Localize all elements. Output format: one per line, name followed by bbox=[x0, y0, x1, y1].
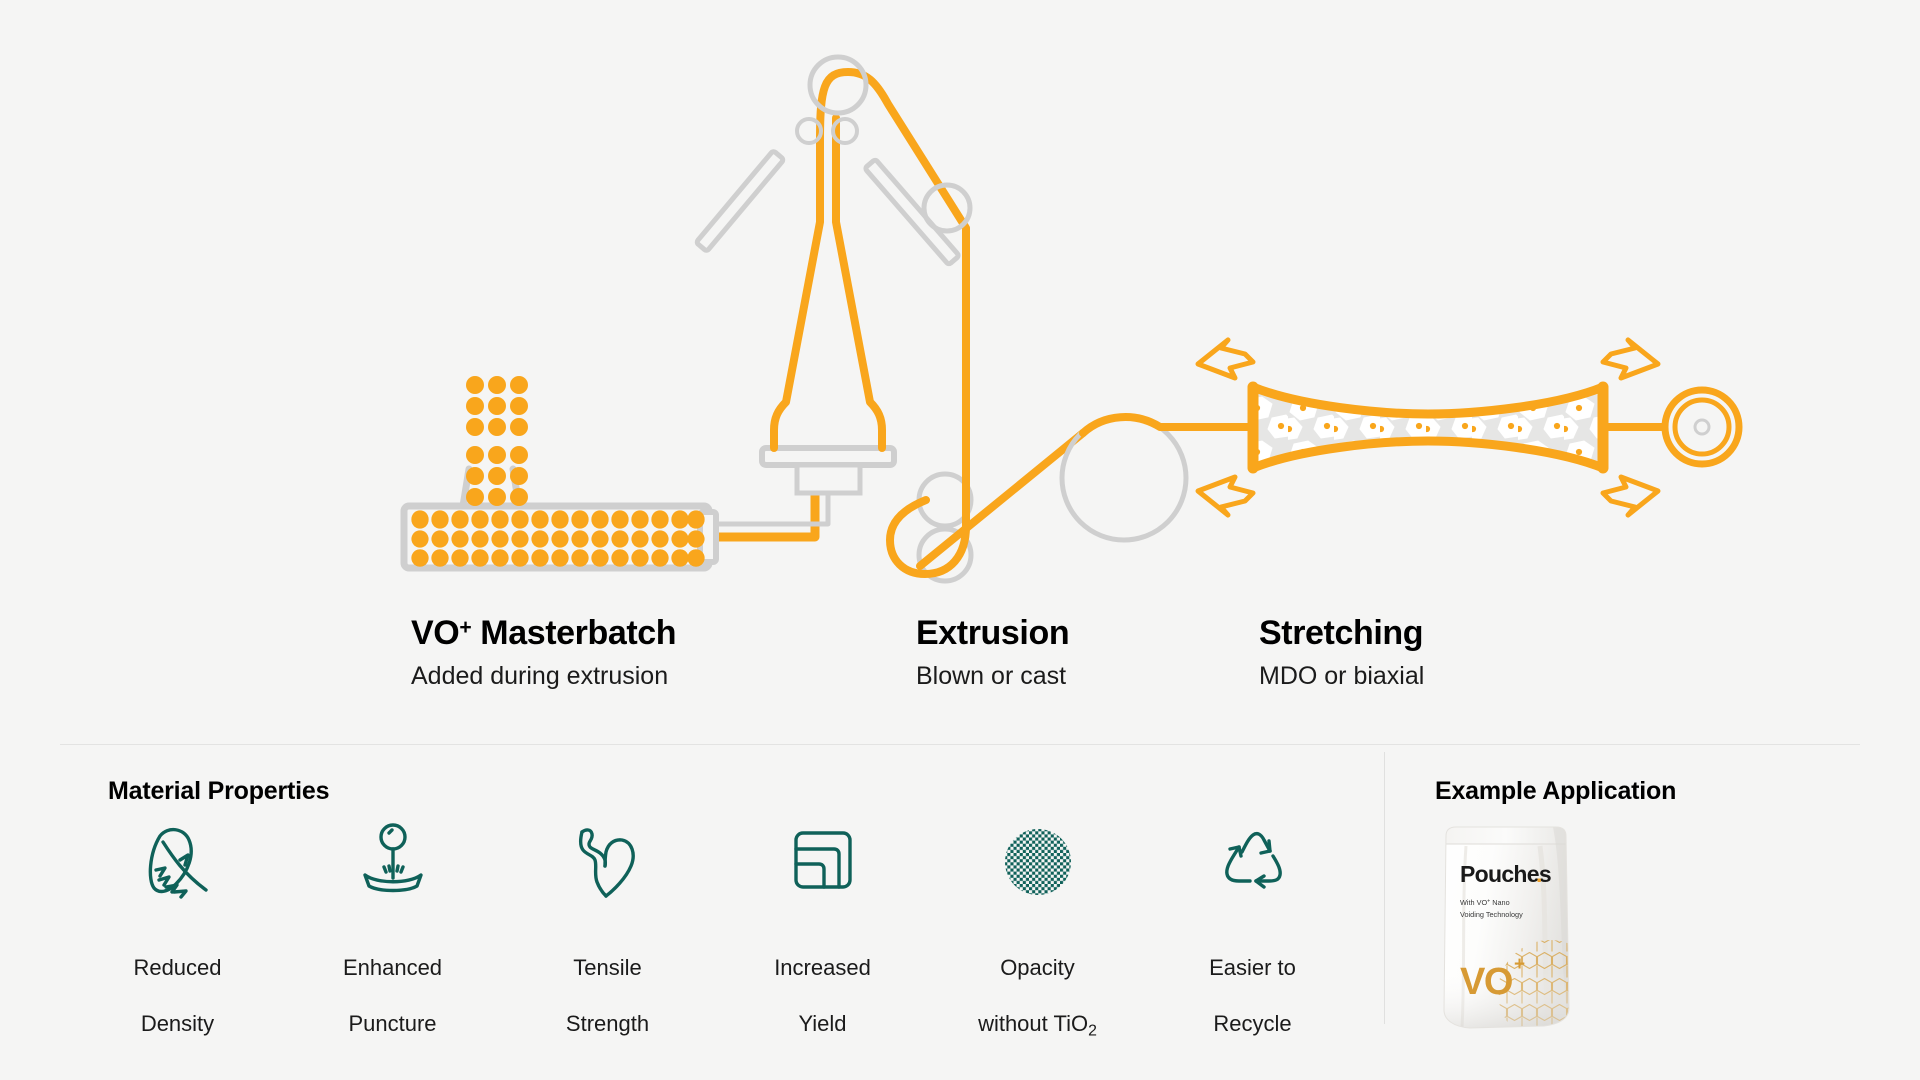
flexed-bicep-icon bbox=[570, 820, 646, 906]
step-subtitle-stretching: MDO or biaxial bbox=[1259, 662, 1425, 690]
nip-roller-small-right bbox=[831, 117, 859, 145]
winder-core bbox=[1693, 418, 1711, 436]
pouch-tagline-sup: + bbox=[1487, 899, 1490, 905]
barrel-pellets bbox=[411, 510, 705, 567]
property-label-line2: Recycle bbox=[1213, 1011, 1292, 1036]
step-caption-stretching: Stretching MDO or biaxial bbox=[1259, 614, 1424, 691]
idler-roller-lower bbox=[916, 526, 974, 584]
property-item-opacity: Opacity without TiO2 bbox=[930, 820, 1145, 1040]
property-label-increased-yield: Increased Yield bbox=[774, 926, 871, 1038]
web-to-stretch-zone bbox=[1079, 413, 1257, 437]
pouch-tagline-line2: Voiding Technology bbox=[1460, 910, 1523, 919]
recycle-icon bbox=[1213, 820, 1293, 906]
step-caption-extrusion: Extrusion Blown or cast bbox=[916, 614, 1070, 691]
pouch-product-photo: Pouches . With VO+ Nano Voiding Technolo… bbox=[1443, 826, 1570, 1029]
hopper-pellets bbox=[466, 376, 528, 506]
step-subtitle-extrusion: Blown or cast bbox=[916, 662, 1067, 690]
process-diagram bbox=[400, 54, 1743, 584]
film-edge-top bbox=[1248, 382, 1608, 419]
section-divider-horizontal bbox=[60, 744, 1860, 745]
property-label-line2: Density bbox=[140, 1011, 215, 1036]
opacity-circle-icon bbox=[998, 820, 1078, 906]
web-wrap-lower-idler bbox=[886, 404, 970, 578]
puncture-pin-icon bbox=[353, 820, 433, 906]
pouch-logo-sup: + bbox=[1514, 954, 1525, 975]
pouch-brand-dot: . bbox=[1536, 861, 1542, 887]
film-edge-bottom bbox=[1248, 436, 1608, 473]
property-item-easier-to-recycle: Easier to Recycle bbox=[1145, 820, 1360, 1038]
property-label-line2-text: without TiO bbox=[978, 1011, 1089, 1036]
property-label-opacity: Opacity without TiO2 bbox=[978, 926, 1097, 1040]
collapsing-frame-right bbox=[863, 157, 961, 267]
property-label-line2: Puncture bbox=[348, 1011, 437, 1036]
property-label-line1: Tensile bbox=[573, 955, 642, 980]
material-properties-heading: Material Properties bbox=[108, 777, 330, 805]
property-label-tensile-strength: Tensile Strength bbox=[566, 926, 649, 1038]
feather-icon bbox=[140, 820, 216, 906]
property-label-easier-to-recycle: Easier to Recycle bbox=[1209, 926, 1296, 1038]
property-label-line2-subscript: 2 bbox=[1088, 1022, 1097, 1040]
property-label-reduced-density: Reduced Density bbox=[133, 926, 221, 1038]
web-over-top-roller bbox=[816, 68, 970, 412]
property-item-reduced-density: Reduced Density bbox=[70, 820, 285, 1038]
film-stretching-icon bbox=[1059, 337, 1743, 543]
property-item-enhanced-puncture: Enhanced Puncture bbox=[285, 820, 500, 1038]
pouch-body bbox=[1444, 827, 1569, 1028]
property-label-line1: Increased bbox=[774, 955, 871, 980]
property-label-line1: Opacity bbox=[1000, 955, 1075, 980]
step-title-extrusion: Extrusion bbox=[916, 614, 1070, 652]
section-divider-vertical bbox=[1384, 752, 1385, 1024]
example-application-heading: Example Application bbox=[1435, 777, 1677, 805]
winder-inner-ring bbox=[1672, 397, 1732, 457]
nested-squares-icon bbox=[785, 820, 861, 906]
collapsing-frame-left bbox=[694, 149, 786, 253]
blown-film-tower-icon bbox=[694, 54, 1087, 584]
material-properties-grid: Reduced Density bbox=[70, 820, 1360, 1040]
step-title-masterbatch: VO+ Masterbatch bbox=[411, 614, 677, 653]
step-title-stretching: Stretching bbox=[1259, 614, 1424, 652]
property-label-line1: Easier to bbox=[1209, 955, 1296, 980]
stretch-arrow-bottom-right bbox=[1600, 474, 1661, 518]
property-label-line1: Enhanced bbox=[342, 955, 443, 980]
nip-roller-small-left bbox=[795, 117, 823, 145]
step-subtitle-masterbatch: Added during extrusion bbox=[411, 662, 669, 690]
pouch-logo-text: VO bbox=[1460, 961, 1512, 1003]
web-diagonal-run bbox=[916, 429, 1087, 570]
property-label-enhanced-puncture: Enhanced Puncture bbox=[343, 926, 442, 1038]
stretch-arrow-bottom-left bbox=[1195, 474, 1256, 518]
top-nip-roller bbox=[807, 54, 869, 116]
pouch-tagline-line1: With VO+ Nano bbox=[1460, 898, 1510, 907]
pouch-tagline-line1-pre: With VO bbox=[1460, 898, 1487, 907]
pouch-outline bbox=[1443, 826, 1570, 1029]
side-idler-roller bbox=[921, 182, 973, 234]
step-title-masterbatch-sup: + bbox=[459, 615, 472, 639]
property-label-line2: Yield bbox=[798, 1011, 847, 1036]
stretch-arrow-top-right bbox=[1600, 337, 1661, 381]
pouch-brand-text: Pouches bbox=[1460, 861, 1551, 887]
die-plate bbox=[759, 445, 897, 468]
property-label-line1: Reduced bbox=[133, 955, 222, 980]
extruder-icon bbox=[400, 376, 831, 572]
bubble-wall-left bbox=[770, 136, 824, 452]
die-neck bbox=[794, 462, 863, 496]
step-title-masterbatch-prefix: VO bbox=[411, 614, 460, 652]
winder-outer-ring bbox=[1661, 386, 1743, 468]
stretch-arrow-top-left bbox=[1195, 337, 1256, 381]
step-caption-masterbatch: VO+ Masterbatch Added during extrusion bbox=[411, 614, 677, 691]
pouch-tagline-line1-rest: Nano bbox=[1490, 898, 1509, 907]
bubble-wall-right bbox=[832, 136, 886, 452]
property-item-tensile-strength: Tensile Strength bbox=[500, 820, 715, 1038]
step-title-masterbatch-main: Masterbatch bbox=[480, 614, 677, 652]
property-label-line2: Strength bbox=[565, 1011, 650, 1036]
property-item-increased-yield: Increased Yield bbox=[715, 820, 930, 1038]
